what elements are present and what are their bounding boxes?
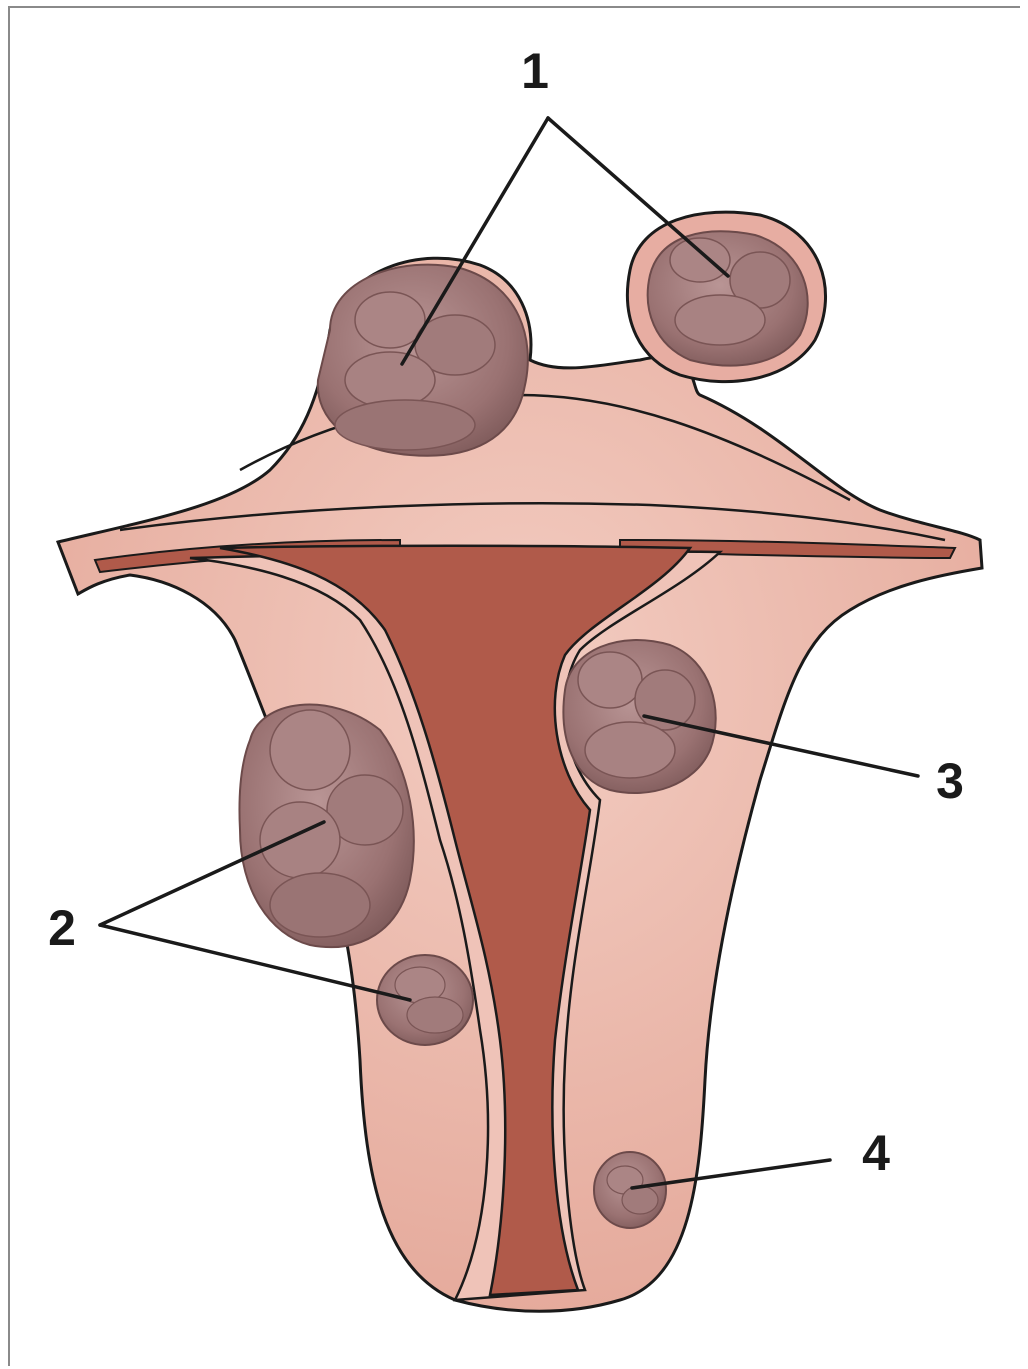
fibroid-subserosal-left bbox=[318, 265, 528, 456]
label-1: 1 bbox=[521, 43, 549, 99]
label-3: 3 bbox=[936, 753, 964, 809]
fibroid-intramural-large bbox=[239, 705, 413, 948]
fibroid-pedunculated bbox=[627, 212, 825, 382]
label-4: 4 bbox=[862, 1125, 890, 1181]
fibroid-submucosal bbox=[563, 640, 715, 793]
fibroid-cervical bbox=[594, 1152, 666, 1228]
label-2: 2 bbox=[48, 900, 76, 956]
fibroid-intramural-small bbox=[377, 955, 473, 1045]
